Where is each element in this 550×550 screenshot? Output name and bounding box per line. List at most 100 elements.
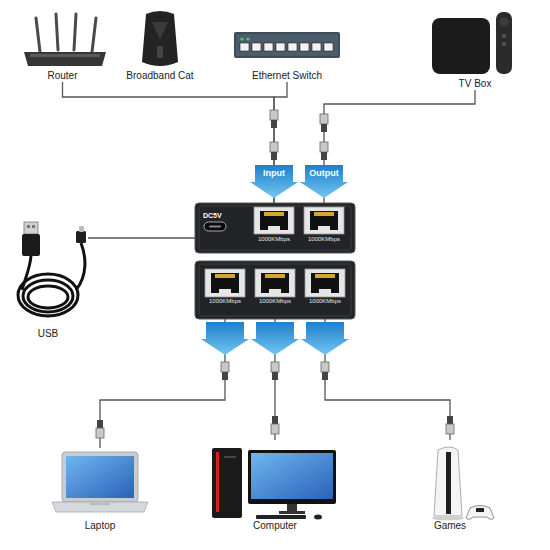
flow-direction-label: Input (254, 167, 294, 179)
router-icon (56, 14, 58, 50)
rj45-jack (261, 273, 289, 293)
rj45-jack (268, 226, 280, 230)
rj45-plug (322, 372, 328, 380)
ethernet-port: 1000KMbps (301, 206, 347, 243)
splitter-bottom-panel (199, 264, 351, 316)
flow-arrow (201, 322, 249, 355)
flow-arrow (201, 322, 349, 355)
router-icon (36, 18, 40, 52)
rj45-plug (446, 424, 454, 434)
console-icon (476, 508, 484, 512)
device-label: Laptop (40, 520, 160, 532)
router-node: Router (15, 12, 110, 82)
splitter-bottom-panel (195, 261, 355, 319)
ethernet-cable (88, 237, 195, 238)
switch-icon (240, 43, 249, 51)
tv-box-icon (502, 34, 506, 38)
flow-arrow (301, 322, 349, 355)
rj45-plug (271, 424, 279, 434)
ethernet-port: 1000KMbps (252, 266, 298, 305)
tv-box-icon (500, 18, 509, 27)
rj45-plug (272, 372, 278, 380)
modem-node: Broadband Cat (120, 8, 200, 82)
port-speed-label: 1000KMbps (301, 236, 347, 243)
modem-icon (152, 22, 168, 40)
rj45-plug (321, 362, 329, 372)
console-icon (446, 452, 451, 514)
rj45-plug (96, 428, 104, 438)
usb-cable-icon (23, 280, 73, 312)
usb-cable-icon (18, 274, 78, 316)
rj45-jack (319, 289, 331, 293)
computer-icon (256, 515, 306, 519)
router-icon (30, 54, 100, 57)
flow-arrow (251, 322, 299, 355)
switch-icon (236, 34, 338, 56)
rj45-jack (315, 274, 335, 278)
rj45-jack (255, 269, 295, 297)
rj45-plug (96, 362, 454, 438)
computer-icon (314, 515, 322, 520)
rj45-jack (254, 207, 294, 234)
switch-icon (252, 43, 261, 51)
usb-cable-icon (32, 225, 35, 228)
modem-icon (157, 46, 163, 58)
modem-icon (142, 11, 178, 66)
switch-icon (264, 43, 273, 51)
usb-cable-icon (18, 222, 86, 316)
rj45-plug (320, 142, 328, 152)
usb-node: USB (8, 218, 88, 340)
rj45-plug (222, 372, 228, 380)
usb-cable-icon (28, 286, 68, 308)
usb-cable-icon (76, 231, 86, 243)
tv-box-icon (432, 12, 512, 74)
tv-box-node: TV Box (420, 8, 530, 90)
laptop-icon (66, 456, 134, 498)
switch-icon (300, 43, 309, 51)
laptop-icon (90, 503, 110, 505)
rj45-plug (270, 110, 328, 160)
laptop-icon (62, 452, 138, 502)
console-icon (432, 516, 464, 521)
rj45-plug (321, 152, 327, 160)
usb-cable-icon (27, 225, 30, 228)
rj45-jack (219, 289, 231, 293)
rj45-plug (97, 420, 103, 428)
rj45-jack (265, 274, 285, 278)
rj45-jack (304, 207, 344, 234)
rj45-plug (447, 416, 453, 424)
rj45-jack (254, 207, 344, 234)
port-speed-label: 1000KMbps (202, 298, 248, 305)
console-icon (432, 447, 494, 521)
switch-icon (276, 43, 285, 51)
rj45-jack (211, 273, 239, 293)
computer-icon (279, 511, 305, 514)
rj45-jack (205, 269, 245, 297)
switch-icon (246, 37, 249, 40)
tv-box-icon (502, 42, 506, 46)
switch-icon (324, 43, 333, 51)
power-label: DC5V (203, 212, 355, 220)
device-label: Games (400, 520, 500, 532)
laptop-icon (52, 502, 148, 512)
ethernet-port: 1000KMbps (202, 266, 248, 305)
device-label: TV Box (420, 78, 530, 90)
switch-icon (234, 32, 340, 58)
splitter-top-panel (195, 203, 355, 253)
console-icon (434, 447, 462, 516)
switch-node: Ethernet Switch (222, 12, 352, 82)
device-label: Router (15, 70, 110, 82)
computer-node: Computer (205, 440, 345, 532)
computer-icon (224, 456, 236, 458)
usb-cable-icon (79, 226, 84, 232)
router-icon (74, 14, 76, 50)
flow-arrow (250, 165, 348, 198)
computer-icon (248, 450, 336, 504)
tv-box-icon (432, 18, 490, 74)
rj45-plug (320, 114, 328, 124)
ethernet-port: 1000KMbps (251, 206, 297, 243)
computer-icon (212, 448, 336, 520)
ethernet-port: 1000KMbps (302, 266, 348, 305)
